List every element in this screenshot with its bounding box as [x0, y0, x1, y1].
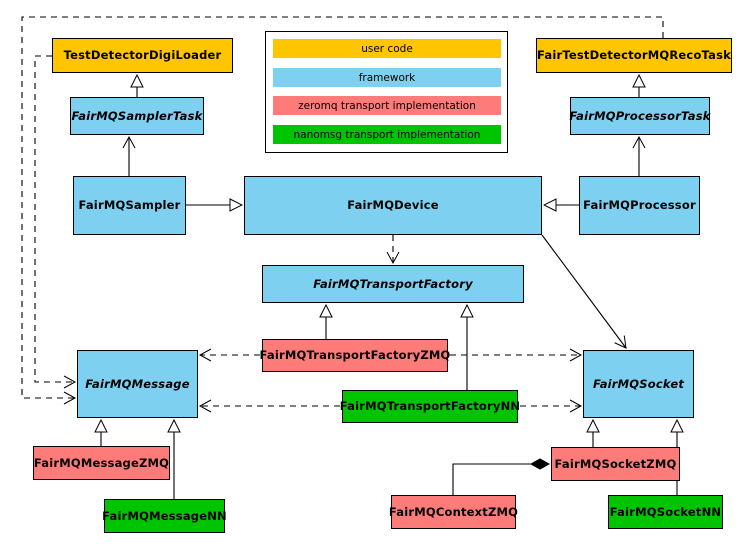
class-node-fairmqsocketnn[interactable]: FairMQSocketNN — [608, 495, 723, 529]
edge-device-socket — [541, 234, 627, 349]
class-node-label: FairMQSampler — [78, 198, 181, 213]
legend-label: user code — [361, 42, 413, 55]
legend-item-user-code: user code — [273, 39, 501, 58]
class-node-testdetectordigiloader[interactable]: TestDetectorDigiLoader — [52, 38, 233, 73]
class-node-fairmqtransportfactorynn[interactable]: FairMQTransportFactoryNN — [339, 390, 521, 423]
class-node-label: FairMQMessageNN — [102, 508, 227, 523]
class-node-fairmqsamplertask[interactable]: FairMQSamplerTask — [70, 97, 204, 135]
class-node-label: FairMQTransportFactoryNN — [339, 399, 521, 414]
class-node-fairmqcontextzmq[interactable]: FairMQContextZMQ — [388, 495, 519, 529]
legend-item-zeromq: zeromq transport implementation — [273, 96, 501, 115]
class-node-fairmqtransportfactory[interactable]: FairMQTransportFactory — [262, 265, 524, 303]
class-node-fairmqmessage[interactable]: FairMQMessage — [77, 350, 198, 418]
class-node-fairmqtransportfactoryzmq[interactable]: FairMQTransportFactoryZMQ — [259, 339, 451, 372]
legend-label: nanomsg transport implementation — [293, 128, 481, 141]
legend-label: zeromq transport implementation — [298, 99, 476, 112]
class-node-fairmqsocketzmq[interactable]: FairMQSocketZMQ — [551, 447, 680, 481]
class-node-label: FairMQSocketZMQ — [554, 456, 677, 471]
legend-item-nanomsg: nanomsg transport implementation — [273, 125, 501, 144]
class-node-label: FairMQMessageZMQ — [33, 455, 170, 470]
class-node-label: FairMQSocket — [592, 376, 685, 391]
class-node-label: TestDetectorDigiLoader — [63, 48, 222, 63]
class-node-fairmqmessagezmq[interactable]: FairMQMessageZMQ — [33, 446, 170, 480]
class-node-label: FairMQProcessorTask — [569, 108, 711, 123]
class-node-fairmqsocket[interactable]: FairMQSocket — [583, 350, 694, 418]
class-node-fairmqprocessor[interactable]: FairMQProcessor — [579, 176, 700, 235]
class-node-label: FairMQSamplerTask — [71, 108, 203, 123]
legend-item-framework: framework — [273, 68, 501, 87]
class-node-fairmqprocessortask[interactable]: FairMQProcessorTask — [569, 97, 711, 135]
class-node-fairtestdetectormqrecotask[interactable]: FairTestDetectorMQRecoTask — [536, 38, 732, 73]
class-node-fairmqdevice[interactable]: FairMQDevice — [244, 176, 542, 235]
class-node-label: FairMQSocketNN — [609, 504, 722, 519]
class-node-label: FairTestDetectorMQRecoTask — [537, 48, 731, 63]
legend-label: framework — [358, 71, 416, 84]
class-node-fairmqsampler[interactable]: FairMQSampler — [73, 176, 186, 235]
legend-panel: user code framework zeromq transport imp… — [265, 31, 508, 153]
class-node-label: FairMQDevice — [347, 198, 439, 213]
edge-contextzmq-socketzmq — [452, 464, 549, 495]
class-node-label: FairMQTransportFactoryZMQ — [259, 348, 451, 363]
class-node-label: FairMQContextZMQ — [388, 504, 519, 519]
class-node-label: FairMQTransportFactory — [313, 276, 473, 291]
class-node-label: FairMQProcessor — [583, 198, 696, 213]
class-node-label: FairMQMessage — [85, 376, 190, 391]
class-node-fairmqmessagenn[interactable]: FairMQMessageNN — [102, 499, 227, 533]
edge-digiloader-message — [34, 55, 77, 389]
